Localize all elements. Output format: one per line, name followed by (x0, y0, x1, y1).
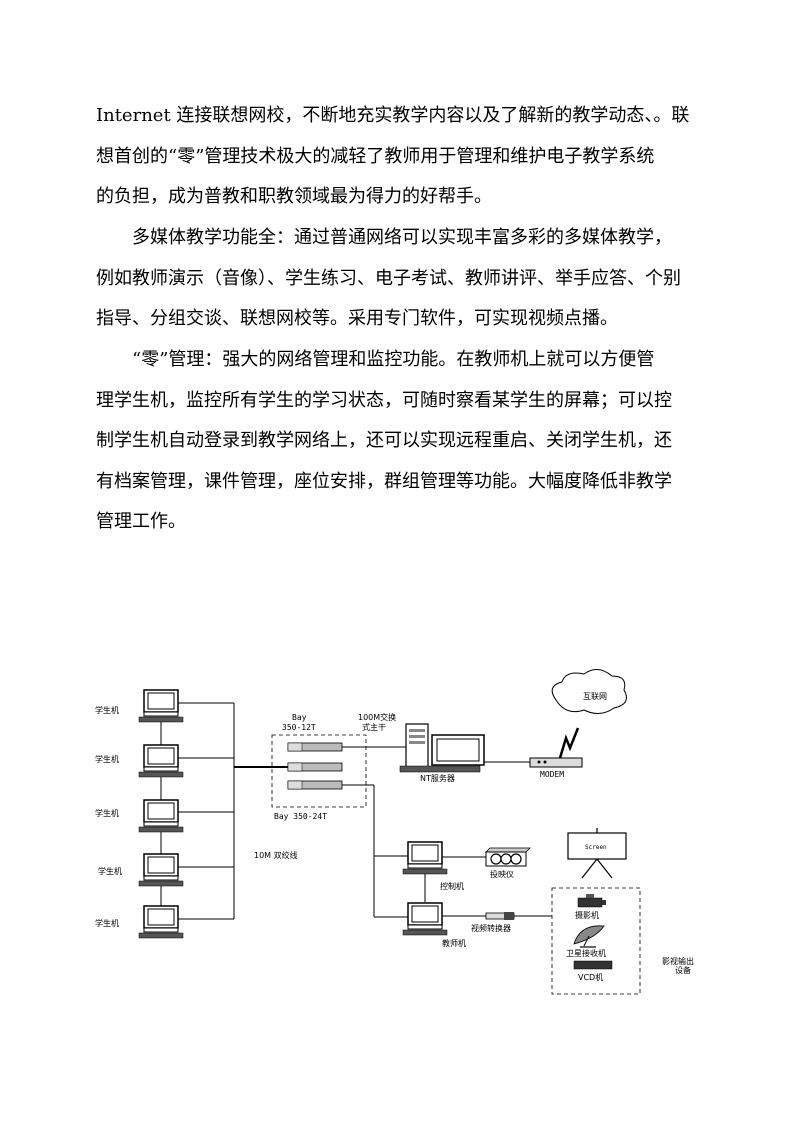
cloud-icon (551, 669, 627, 714)
teacher-pc-label: 教师机 (442, 938, 466, 948)
projection-screen-icon (567, 828, 627, 879)
student-pc-icon (138, 905, 184, 939)
switch-group-box (271, 734, 367, 808)
vcd-label: VCD机 (578, 972, 603, 982)
network-diagram: 学生机 学生机 学生机 学生机 学生机 Bay 350-12T 100M交换 式… (95, 669, 694, 995)
text-line: Internet 连接联想网校，不断地充实教学内容以及了解新的教学动态、。联 (96, 105, 690, 126)
student-pc-label: 学生机 (95, 705, 119, 715)
wireless-link-icon (558, 727, 580, 759)
internet-label: 互联网 (583, 692, 607, 701)
text-line: 理学生机，监控所有学生的学习状态，可随时察看某学生的屏幕；可以控 (96, 389, 672, 411)
modem-icon (529, 757, 583, 768)
student-pc-label: 学生机 (95, 918, 119, 928)
modem-label: MODEM (540, 770, 564, 779)
server-icon (399, 723, 485, 773)
control-pc-label: 控制机 (440, 881, 464, 891)
backbone-label: 100M交换 (358, 712, 396, 722)
projector-label: 投映仪 (490, 869, 514, 879)
screen-label: Screen (585, 844, 607, 851)
text-line: 有档案管理，课件管理，座位安排，群组管理等功能。大幅度降低非教学 (96, 470, 672, 492)
cable-label: 10M 双绞线 (254, 850, 298, 860)
text-line: 多媒体教学功能全：通过普通网络可以实现丰富多彩的多媒体教学， (132, 227, 672, 248)
bay-label: Bay (292, 713, 307, 722)
projector-icon (485, 847, 531, 867)
output-device-box (551, 887, 641, 995)
paragraph-3: “零”管理：强大的网络管理和监控功能。在教师机上就可以方便管 理学生机，监控所有… (96, 340, 700, 543)
satellite-label: 卫星接收机 (566, 948, 606, 958)
backbone-label: 式主干 (362, 722, 386, 732)
output-device-label: 设备 (675, 965, 691, 975)
video-converter-label: 视频转换器 (471, 923, 511, 933)
switch-icon (287, 762, 343, 772)
output-device-label: 影视输出 (662, 956, 694, 966)
switch-icon (287, 780, 343, 790)
text-line: 指导、分组交谈、联想网校等。采用专门软件，可实现视频点播。 (96, 308, 618, 329)
student-pc-label: 学生机 (95, 808, 119, 818)
server-label: NT服务器 (420, 773, 455, 783)
camera-icon (577, 894, 606, 908)
bay-bottom-label: Bay 350-24T (274, 812, 327, 821)
text-line: 管理工作。 (96, 511, 186, 532)
student-pc-label: 学生机 (98, 866, 122, 876)
video-converter-icon (485, 912, 515, 920)
vcd-player-icon (573, 960, 613, 970)
text-line: “零”管理：强大的网络管理和监控功能。在教师机上就可以方便管 (132, 349, 655, 370)
control-pc-icon (402, 841, 448, 875)
paragraph-2: 多媒体教学功能全：通过普通网络可以实现丰富多彩的多媒体教学， 例如教师演示（音像… (96, 218, 700, 340)
text-line: 的负担，成为普教和职教领域最为得力的好帮手。 (96, 186, 492, 207)
text-line: 制学生机自动登录到教学网络上，还可以实现远程重启、关闭学生机，还 (96, 430, 672, 451)
switch-icon (287, 742, 343, 752)
student-pc-icon (138, 744, 184, 778)
text-line: 例如教师演示（音像）、学生练习、电子考试、教师讲评、举手应答、个别 (96, 267, 681, 289)
camera-label: 摄影机 (575, 910, 599, 920)
teacher-pc-icon (402, 902, 448, 936)
student-pc-icon (138, 689, 184, 723)
student-pc-icon (138, 853, 184, 887)
bay-model-label: 350-12T (282, 723, 316, 732)
paragraph-1: Internet 连接联想网校，不断地充实教学内容以及了解新的教学动态、。联 想… (96, 96, 700, 218)
student-pc-icon (138, 799, 184, 833)
student-pc-label: 学生机 (95, 754, 119, 764)
satellite-dish-icon (573, 925, 605, 948)
text-line: 想首创的“零”管理技术极大的减轻了教师用于管理和维护电子教学系统 (96, 145, 655, 167)
